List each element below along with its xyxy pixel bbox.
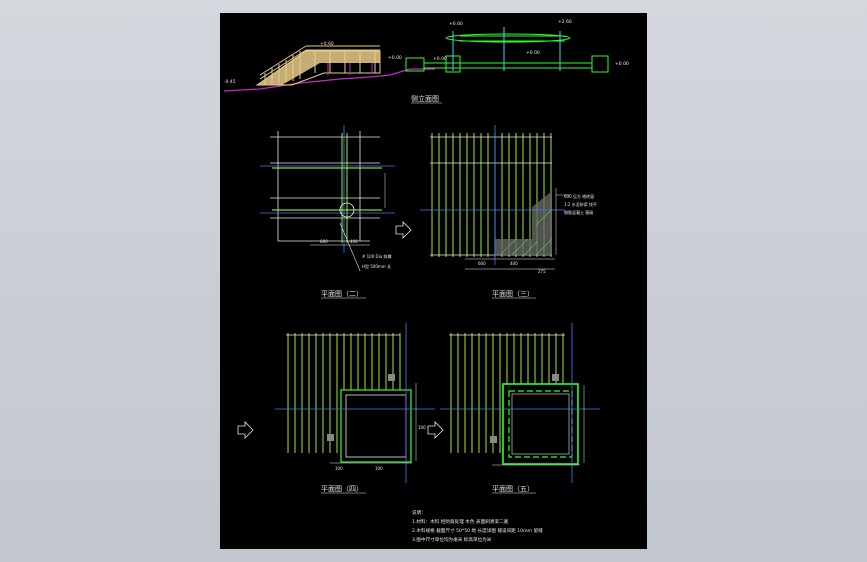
svg-text:100: 100 [418,425,426,430]
plan-3: 600 400 275 600 见方 地砖面 1:2 水泥砂浆 找平 钢筋混凝土… [420,125,597,299]
svg-text:100: 100 [375,466,383,471]
plan-3-title: 平面图（三） [492,290,534,298]
svg-text:说明：: 说明： [412,509,426,516]
plan-5-title: 平面图（五） [492,485,534,493]
side-elevation: +2.60 +0.60 +0.60 +0.00 +0.00 -0.45 +0.0… [223,19,629,104]
svg-text:钢筋混凝土 基础: 钢筋混凝土 基础 [564,209,593,215]
svg-text:H型 500mm 长: H型 500mm 长 [362,263,391,269]
svg-text:+0.60: +0.60 [320,41,334,47]
svg-text:275: 275 [538,269,546,274]
svg-text:+0.00: +0.00 [388,55,402,61]
plan-5: 平面图（五） [440,323,600,494]
svg-text:# 100 Dia 斜撑: # 100 Dia 斜撑 [362,253,391,259]
svg-text:600: 600 [478,261,486,266]
svg-text:1.材料：木料 经防腐处理 木色 表面刷清漆二遍: 1.材料：木料 经防腐处理 木色 表面刷清漆二遍 [412,518,508,525]
svg-text:1:2 水泥砂浆 找平: 1:2 水泥砂浆 找平 [564,201,597,207]
general-notes: 说明： 1.材料：木料 经防腐处理 木色 表面刷清漆二遍 2.木料规格 截面尺寸… [412,509,543,543]
arrow-right-icon [427,421,444,439]
svg-text:400: 400 [510,261,518,266]
plan-4: 100 100 100 平面图（四） [275,323,435,494]
svg-text:600: 600 [320,239,328,244]
svg-text:2.木料规格 截面尺寸 50*50 地 长度详图 铺设间距: 2.木料规格 截面尺寸 50*50 地 长度详图 铺设间距 10mm 留缝 [412,527,543,534]
svg-text:+0.00: +0.00 [526,50,540,56]
cad-drawing: +2.60 +0.60 +0.60 +0.00 +0.00 -0.45 +0.0… [223,19,629,543]
plan-2: 600 400 # 100 Dia 斜撑 H型 500mm 长 平面图（二） [260,125,395,299]
svg-text:-0.45: -0.45 [224,79,236,85]
svg-text:3.图中尺寸单位均为毫米 标高单位为米: 3.图中尺寸单位均为毫米 标高单位为米 [412,536,492,543]
svg-text:600 见方 地砖面: 600 见方 地砖面 [564,193,594,199]
bridge-deck [405,33,609,73]
elevation-title: 侧立面图 [411,94,439,103]
svg-text:+0.00: +0.00 [433,56,447,62]
plan-2-title: 平面图（二） [321,290,363,298]
drawing-sheet[interactable]: +2.60 +0.60 +0.60 +0.00 +0.00 -0.45 +0.0… [220,13,647,549]
arrow-right-icon [395,221,412,239]
svg-text:400: 400 [350,239,358,244]
arrow-right-icon [237,421,254,439]
svg-text:+0.60: +0.60 [449,21,463,27]
plan-4-title: 平面图（四） [321,485,363,493]
svg-text:+2.60: +2.60 [558,19,572,25]
svg-text:100: 100 [335,466,343,471]
svg-text:+0.00: +0.00 [615,61,629,67]
